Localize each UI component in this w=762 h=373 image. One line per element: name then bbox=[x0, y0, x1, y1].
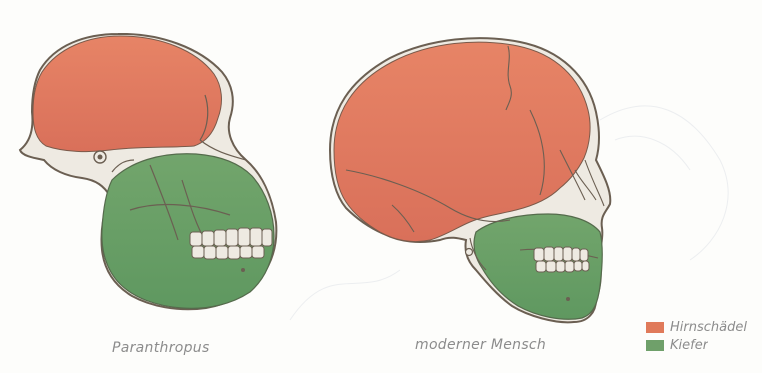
legend-swatch-brain-case bbox=[646, 322, 664, 333]
paranthropus-caption: Paranthropus bbox=[112, 340, 210, 356]
legend-label-jaw: Kiefer bbox=[670, 338, 708, 353]
paranthropus-skull bbox=[20, 34, 276, 309]
legend-label-brain-case: Hirnschädel bbox=[670, 320, 747, 335]
modern-human-teeth bbox=[534, 247, 589, 272]
modern-human-caption: moderner Mensch bbox=[415, 337, 546, 353]
legend-swatch-jaw bbox=[646, 340, 664, 351]
paranthropus-teeth bbox=[190, 228, 272, 259]
legend: Hirnschädel Kiefer bbox=[646, 319, 762, 355]
legend-item-jaw: Kiefer bbox=[646, 337, 762, 353]
legend-item-brain-case: Hirnschädel bbox=[646, 319, 762, 335]
modern-human-skull bbox=[330, 38, 610, 322]
